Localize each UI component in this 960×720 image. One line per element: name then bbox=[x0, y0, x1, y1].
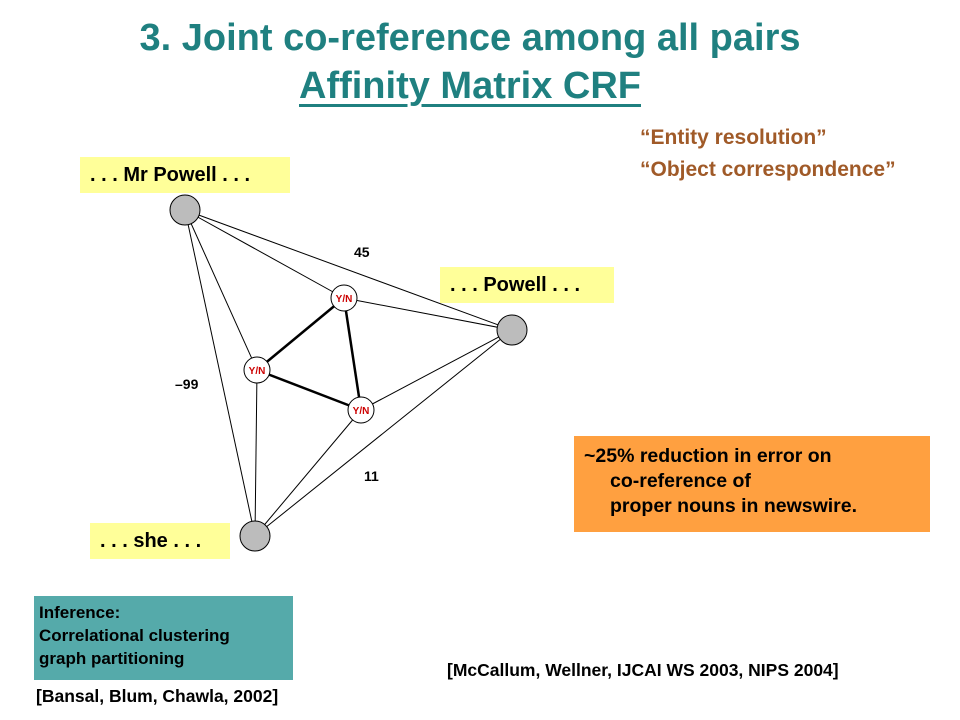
factor-label-bottom: Y/N bbox=[353, 406, 370, 417]
edge-powell-factor-bottom bbox=[360, 329, 513, 411]
node-she bbox=[239, 520, 271, 552]
factor-node-top bbox=[330, 284, 358, 312]
edge-mrpowell-factor-left bbox=[184, 209, 258, 371]
object-correspondence-label: “Object correspondence” bbox=[640, 158, 896, 181]
factor-node-left bbox=[243, 356, 271, 384]
edge-mrpowell-factor-top bbox=[184, 209, 345, 299]
inference-line-3: graph partitioning bbox=[39, 649, 185, 668]
result-line-3: proper nouns in newswire. bbox=[610, 495, 858, 517]
weight-left: –99 bbox=[175, 376, 199, 392]
edge-she-factor-bottom bbox=[254, 409, 362, 537]
edge-factor-left-bottom bbox=[256, 368, 362, 412]
citation-bansal: [Bansal, Blum, Chawla, 2002] bbox=[36, 686, 279, 706]
inference-box: Inference: Correlational clustering grap… bbox=[34, 596, 293, 680]
inference-line-1: Inference: bbox=[39, 603, 121, 622]
result-box: ~25% reduction in error on co-reference … bbox=[574, 436, 930, 532]
edge-powell-factor-top bbox=[343, 297, 513, 331]
node-mr-powell bbox=[169, 194, 201, 226]
weight-bottom: 11 bbox=[364, 468, 379, 484]
mention-she: . . . she . . . bbox=[90, 523, 230, 559]
citation-mccallum: [McCallum, Wellner, IJCAI WS 2003, NIPS … bbox=[447, 660, 839, 680]
node-powell bbox=[496, 314, 528, 346]
mention-powell: . . . Powell . . . bbox=[440, 267, 614, 303]
title-line-2: Affinity Matrix CRF bbox=[299, 65, 641, 107]
edge-she-factor-left bbox=[254, 369, 258, 537]
title-line-1: 3. Joint co-reference among all pairs bbox=[139, 17, 801, 59]
edge-factor-top-left bbox=[256, 297, 345, 371]
edge-factor-top-bottom bbox=[342, 297, 363, 411]
result-line-1: ~25% reduction in error on bbox=[584, 445, 832, 467]
factor-label-top: Y/N bbox=[336, 294, 353, 305]
edge-mrpowell-she bbox=[184, 209, 256, 537]
entity-resolution-label: “Entity resolution” bbox=[640, 126, 827, 149]
weight-top: 45 bbox=[354, 244, 370, 260]
factor-label-left: Y/N bbox=[249, 366, 266, 377]
result-line-2: co-reference of bbox=[610, 470, 751, 492]
inference-line-2: Correlational clustering bbox=[39, 626, 230, 645]
factor-node-bottom bbox=[347, 396, 375, 424]
mention-mr-powell: . . . Mr Powell . . . bbox=[80, 157, 290, 193]
edge-mrpowell-powell bbox=[184, 209, 513, 331]
edge-powell-she bbox=[254, 329, 513, 537]
